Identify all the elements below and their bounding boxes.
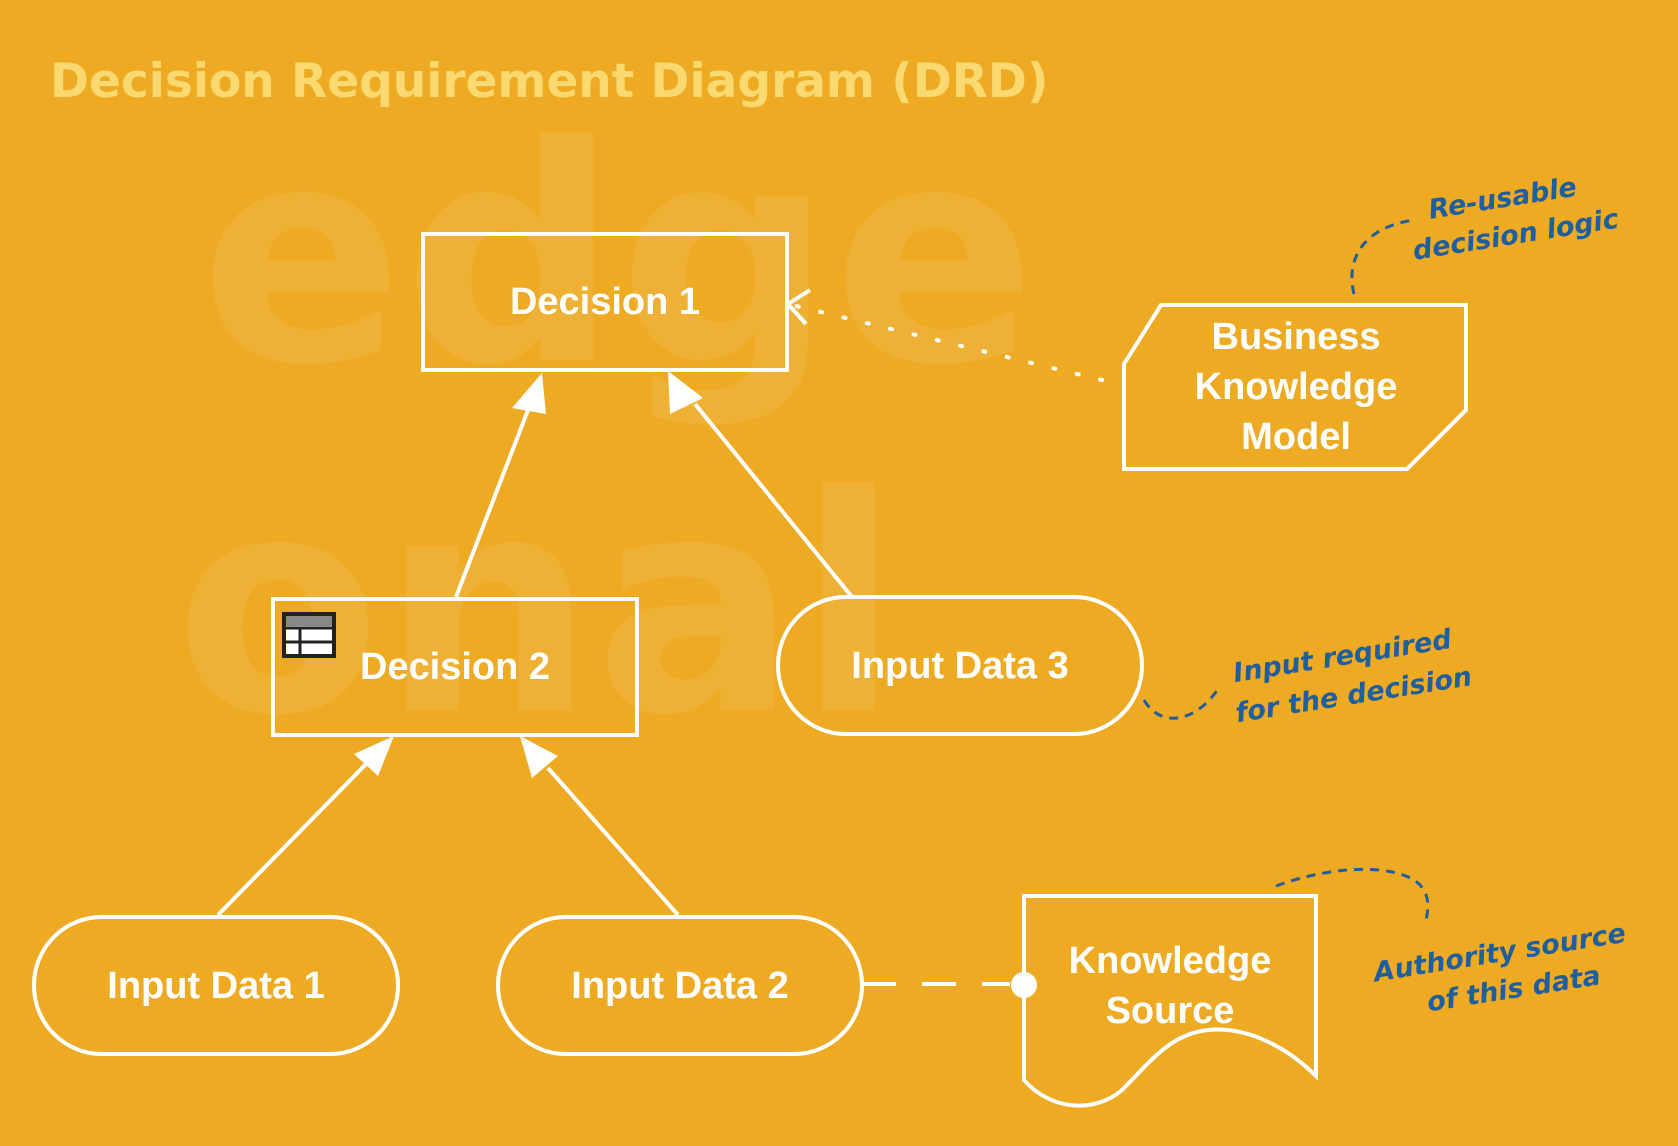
edge-inputdata3-to-decision1 <box>693 402 854 599</box>
bkm-label-line-2: Knowledge <box>1195 366 1398 408</box>
edge-inputdata2-to-decision2 <box>546 766 680 917</box>
decision-2-label: Decision 2 <box>360 646 550 688</box>
arrowhead-inputdata1-to-decision2 <box>354 736 394 776</box>
knowledge-source-label-line-1: Knowledge <box>1069 940 1272 982</box>
knowledge-source-node[interactable] <box>1022 894 1318 1108</box>
decision-table-icon <box>282 612 336 658</box>
diagram-title: Decision Requirement Diagram (DRD) <box>50 54 1048 109</box>
decision-1-label: Decision 1 <box>510 281 700 323</box>
decision-1-node[interactable] <box>421 232 789 372</box>
watermark-text-2: onal <box>175 432 900 781</box>
annotation-authority: Authority source of this data <box>1370 918 1628 1018</box>
annotation-reusable: Re-usable decision logic <box>1411 172 1621 267</box>
arrowhead-inputdata3-to-decision1 <box>668 371 703 414</box>
input-data-1-label: Input Data 1 <box>107 965 324 1007</box>
annotation-connector-reusable <box>1350 218 1415 295</box>
watermark-text-1: edge <box>200 82 1036 431</box>
edge-bkm-to-decision1 <box>794 304 1104 382</box>
arrowhead-decision2-to-decision1 <box>512 373 546 414</box>
annotation-connector-authority <box>1275 867 1430 921</box>
bkm-label-line-1: Business <box>1212 316 1381 358</box>
arrowhead-inputdata2-to-decision2 <box>520 736 558 778</box>
input-data-1-node[interactable] <box>32 915 400 1056</box>
edge-inputdata1-to-decision2 <box>216 760 370 917</box>
edge-decision2-to-decision1 <box>454 409 530 598</box>
input-data-2-node[interactable] <box>496 915 864 1056</box>
annotation-connector-input-required <box>1142 685 1222 720</box>
knowledge-source-label-line-2: Source <box>1106 990 1235 1032</box>
decision-2-node[interactable] <box>271 597 639 737</box>
bkm-label-line-3: Model <box>1241 416 1351 458</box>
business-knowledge-model-node[interactable] <box>1122 303 1468 471</box>
input-data-3-label: Input Data 3 <box>851 645 1068 687</box>
input-data-3-node[interactable] <box>776 595 1144 736</box>
input-data-2-label: Input Data 2 <box>571 965 788 1007</box>
annotation-input-required: Input required for the decision <box>1231 624 1474 729</box>
